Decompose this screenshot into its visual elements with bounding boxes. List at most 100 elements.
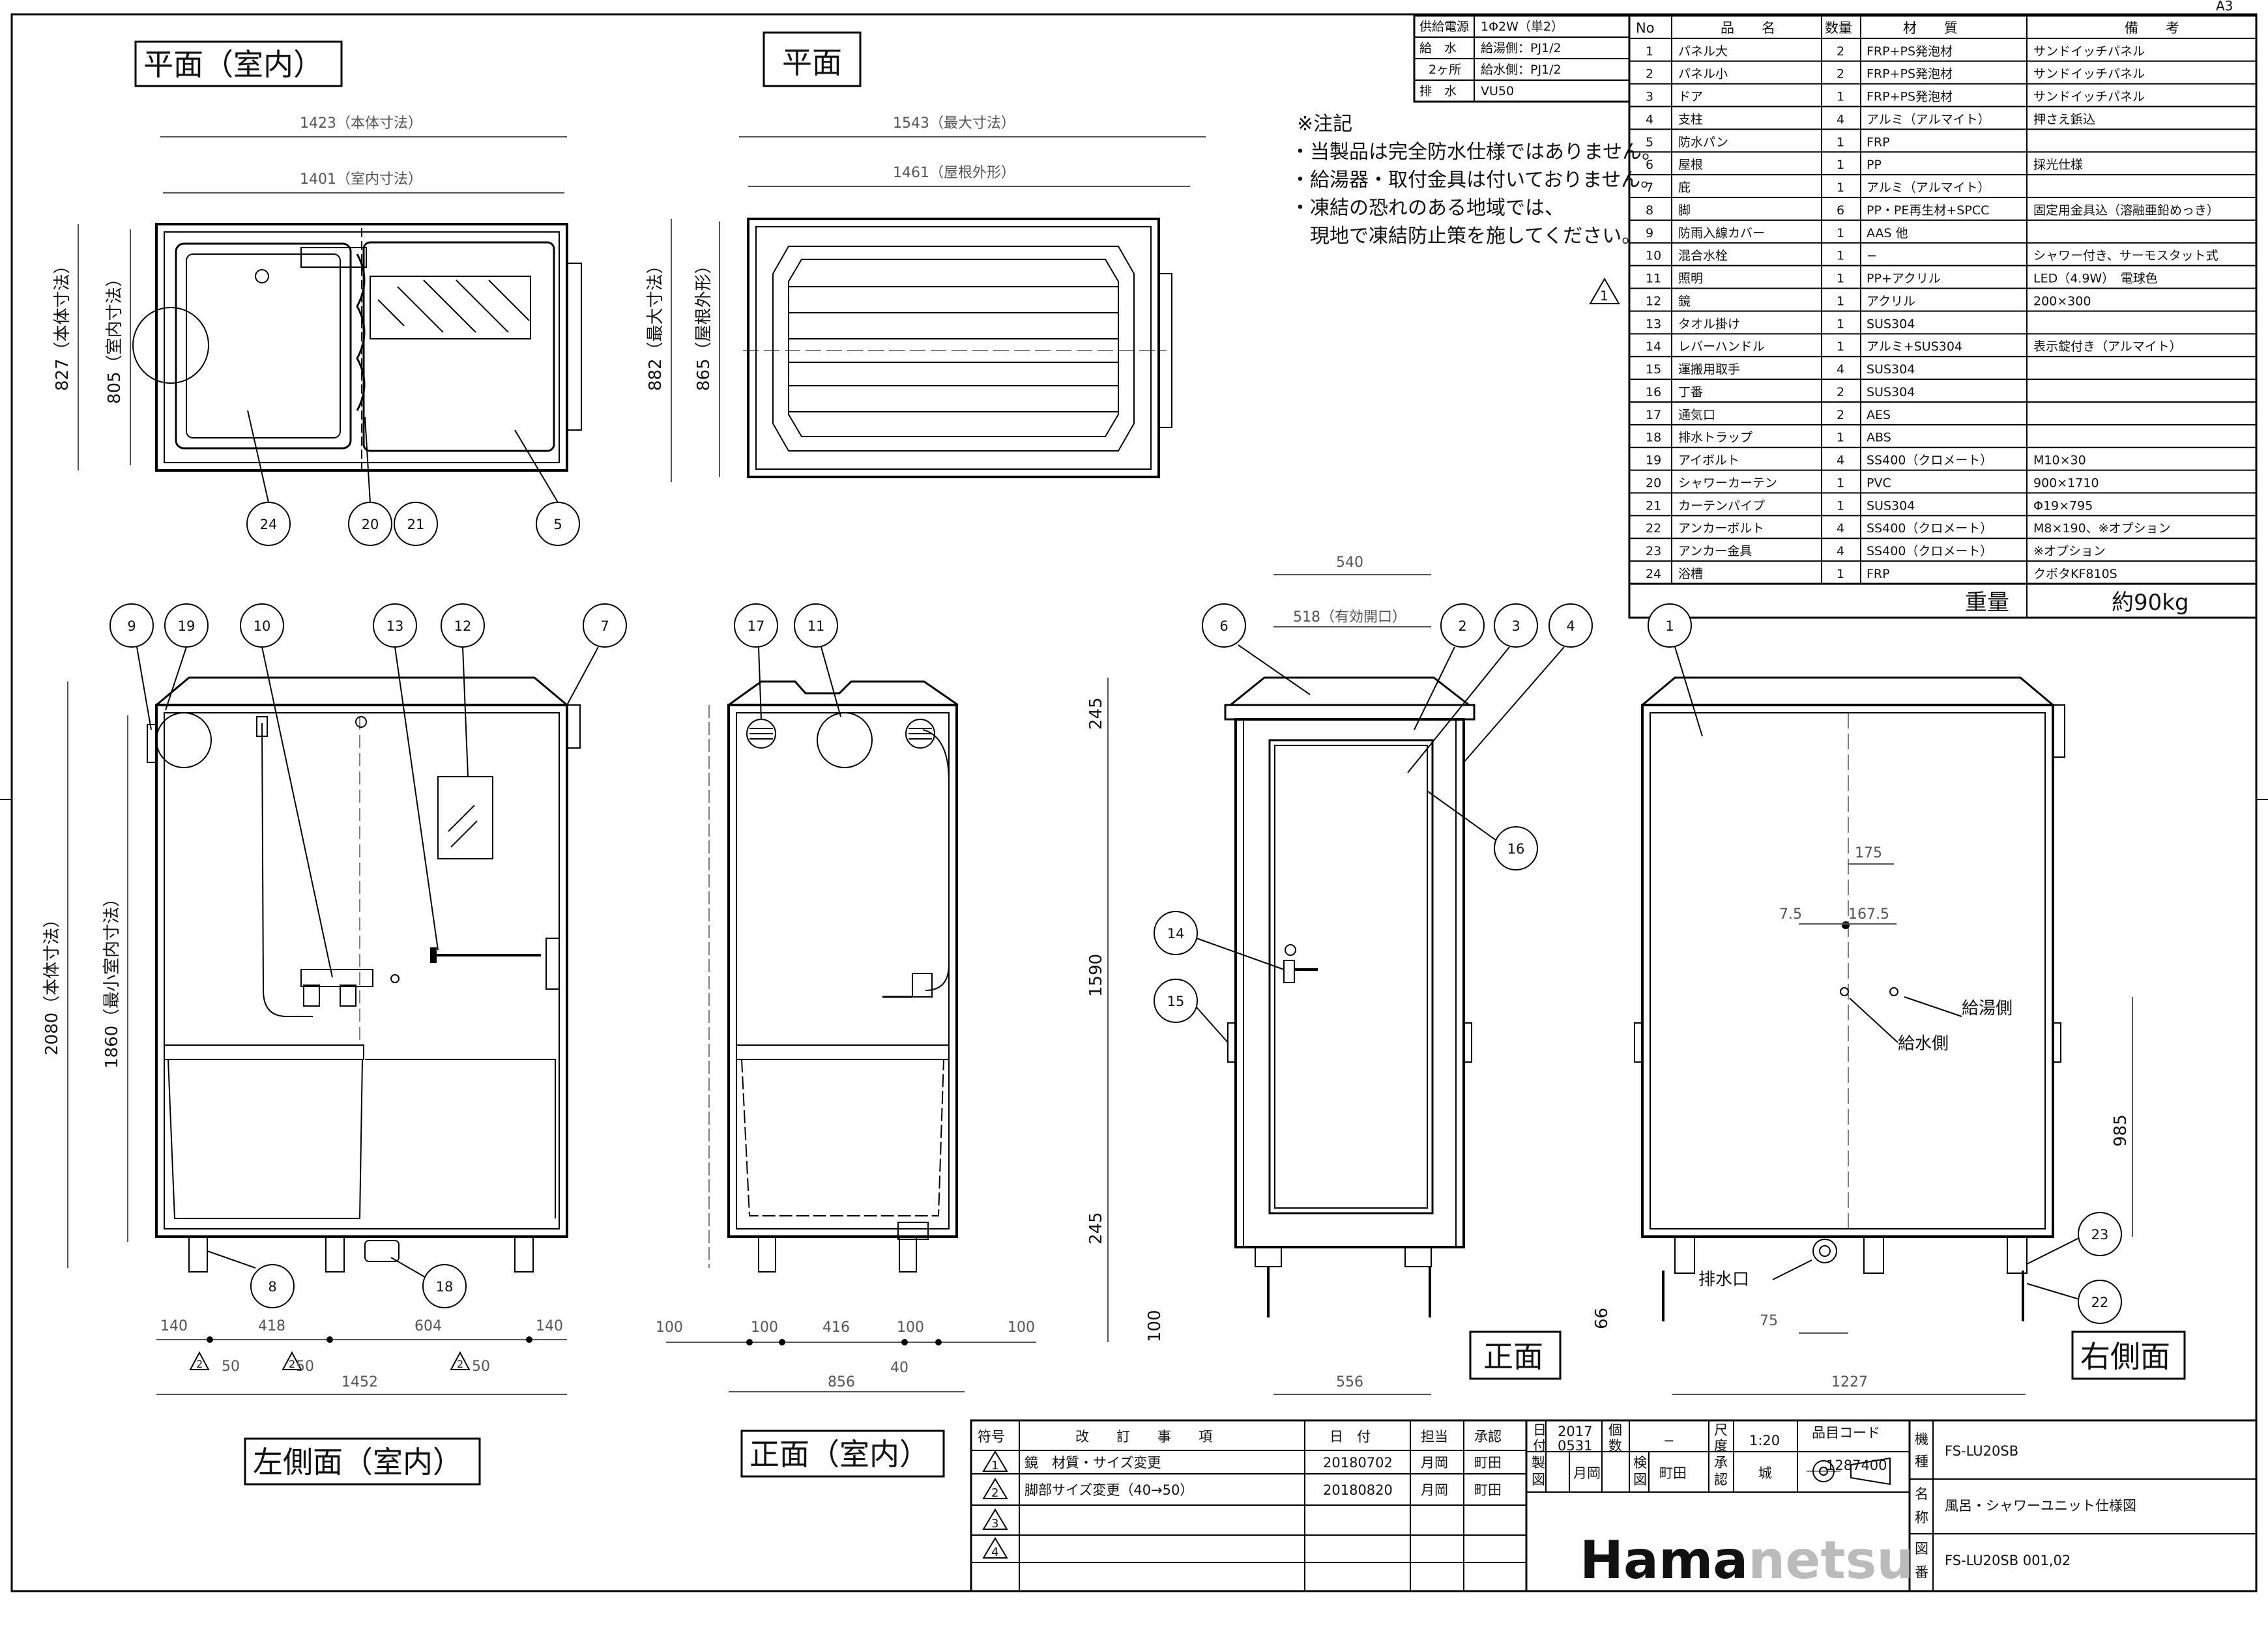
parts-cell: 脚 xyxy=(1678,203,1691,218)
balloon-20: 20 xyxy=(348,502,392,546)
parts-cell: 1 xyxy=(1837,476,1844,490)
parts-cell: 6 xyxy=(1646,158,1653,172)
balloon-14: 14 xyxy=(1154,911,1198,955)
model-value: FS-LU20SB xyxy=(1945,1443,2018,1459)
tb-label: 製 xyxy=(1532,1455,1545,1471)
svg-text:12: 12 xyxy=(454,618,472,634)
parts-cell: SUS304 xyxy=(1867,385,1915,399)
dimension: 140 xyxy=(160,1318,188,1334)
dimension: 418 xyxy=(258,1318,285,1334)
parts-cell: Φ19×795 xyxy=(2033,498,2093,513)
parts-cell: 防雨入線カバー xyxy=(1678,226,1765,240)
balloon-15: 15 xyxy=(1154,979,1198,1023)
parts-cell: FRP xyxy=(1867,567,1890,581)
svg-text:2: 2 xyxy=(289,1358,295,1370)
label: 給湯側 xyxy=(1962,999,2013,1018)
tb-value: 1:20 xyxy=(1749,1433,1780,1448)
parts-cell: SUS304 xyxy=(1867,317,1915,331)
parts-cell: 1 xyxy=(1837,272,1844,286)
balloon-2: 2 xyxy=(1440,603,1485,648)
svg-text:50: 50 xyxy=(472,1359,490,1375)
dimension: 540 xyxy=(1336,554,1363,571)
parts-cell: 表示錠付き（アルマイト） xyxy=(2033,339,2182,354)
revision-triangle-icon: 2 50 xyxy=(450,1351,490,1375)
revision-triangle-icon: 2 50 xyxy=(282,1351,314,1375)
dimension: 827（本体寸法） xyxy=(53,257,72,391)
parts-cell: 14 xyxy=(1646,339,1661,354)
parts-cell: 1 xyxy=(1837,498,1844,513)
parts-cell: 8 xyxy=(1646,203,1653,218)
hamanetsu-logo: Hamanetsu xyxy=(1580,1530,1913,1590)
parts-cell: SS400（クロメート） xyxy=(1867,453,1992,468)
parts-cell: 1 xyxy=(1837,431,1844,445)
view-title: 左側面（室内） xyxy=(253,1445,463,1480)
parts-cell: アルミ（アルマイト） xyxy=(1867,112,1990,126)
svg-text:17: 17 xyxy=(748,618,765,634)
tb-label: 称 xyxy=(1915,1510,1928,1525)
tb-value: − xyxy=(1663,1433,1675,1448)
parts-cell: 1 xyxy=(1837,158,1844,172)
view-right-side: 175 7.5 167.5 給湯側 給水側 985 66 排水口 75 1227… xyxy=(1592,603,2186,1395)
dimension: 167.5 xyxy=(1848,906,1889,923)
tb-label: 尺 xyxy=(1714,1422,1728,1438)
utility-value: 給水側：PJ1/2 xyxy=(1481,63,1562,77)
svg-text:2: 2 xyxy=(991,1486,998,1500)
parts-cell: − xyxy=(1867,249,1877,263)
parts-cell: 防水パン xyxy=(1678,135,1728,149)
revision-header: 承認 xyxy=(1474,1429,1502,1445)
dimension: 882（最大寸法） xyxy=(646,257,665,391)
view-title: 正面 xyxy=(1483,1339,1543,1374)
parts-cell: サンドイッチパネル xyxy=(2033,44,2145,59)
parts-header: 品 名 xyxy=(1721,20,1775,36)
parts-cell: FRP xyxy=(1867,135,1890,149)
tb-value: 2017 xyxy=(1558,1424,1592,1439)
parts-cell: 15 xyxy=(1646,362,1661,377)
parts-cell: レバーハンドル xyxy=(1678,339,1765,354)
parts-cell: 1 xyxy=(1837,135,1844,149)
svg-text:1: 1 xyxy=(991,1459,998,1473)
parts-cell: サンドイッチパネル xyxy=(2033,90,2145,104)
svg-text:14: 14 xyxy=(1167,926,1185,942)
dimension: 7.5 xyxy=(1779,906,1802,923)
revision-item: 脚部サイズ変更（40→50） xyxy=(1025,1482,1193,1498)
parts-cell: シャワー付き、サーモスタット式 xyxy=(2033,249,2218,263)
parts-cell: クボタKF810S xyxy=(2033,567,2117,581)
note-line: 現地で凍結防止策を施してください。 xyxy=(1290,225,1641,248)
svg-text:50: 50 xyxy=(296,1359,314,1375)
utility-value: 1Φ2W（単2） xyxy=(1481,20,1563,34)
svg-text:4: 4 xyxy=(1566,618,1575,634)
dimension: 985 xyxy=(2111,1114,2130,1147)
note-line: ・凍結の恐れのある地域では、 xyxy=(1290,197,1564,220)
tb-label: 日 xyxy=(1533,1422,1547,1438)
revision-mark-icon: 4 xyxy=(982,1537,1008,1559)
parts-cell: 丁番 xyxy=(1678,385,1703,399)
parts-cell: LED（4.9W） 電球色 xyxy=(2033,272,2158,286)
balloon-10: 10 xyxy=(240,603,284,648)
svg-text:15: 15 xyxy=(1167,994,1185,1009)
utility-label: 供給電源 xyxy=(1419,20,1469,34)
dimension: 1461（屋根外形） xyxy=(893,165,1015,181)
svg-text:20: 20 xyxy=(362,517,379,532)
parts-cell: SS400（クロメート） xyxy=(1867,521,1992,536)
tb-label: 図 xyxy=(1532,1472,1545,1488)
svg-text:21: 21 xyxy=(407,517,425,532)
parts-cell: 2 xyxy=(1646,67,1653,81)
parts-cell: 1 xyxy=(1837,317,1844,331)
parts-cell: 照明 xyxy=(1678,272,1703,286)
svg-text:2: 2 xyxy=(457,1358,463,1370)
balloon-12: 12 xyxy=(441,603,485,648)
dimension: 416 xyxy=(822,1319,850,1336)
parts-cell: 22 xyxy=(1646,521,1661,536)
svg-text:3: 3 xyxy=(991,1517,998,1531)
parts-cell: SUS304 xyxy=(1867,362,1915,377)
parts-cell: 通気口 xyxy=(1678,408,1715,422)
dimension: 1543（最大寸法） xyxy=(893,115,1015,132)
tb-label: 番 xyxy=(1915,1564,1928,1580)
dimension: 518（有効開口） xyxy=(1293,609,1406,626)
dimension: 75 xyxy=(1760,1313,1778,1329)
parts-cell: パネル小 xyxy=(1678,67,1728,81)
parts-cell: 200×300 xyxy=(2033,294,2091,308)
balloon-4: 4 xyxy=(1548,603,1593,648)
